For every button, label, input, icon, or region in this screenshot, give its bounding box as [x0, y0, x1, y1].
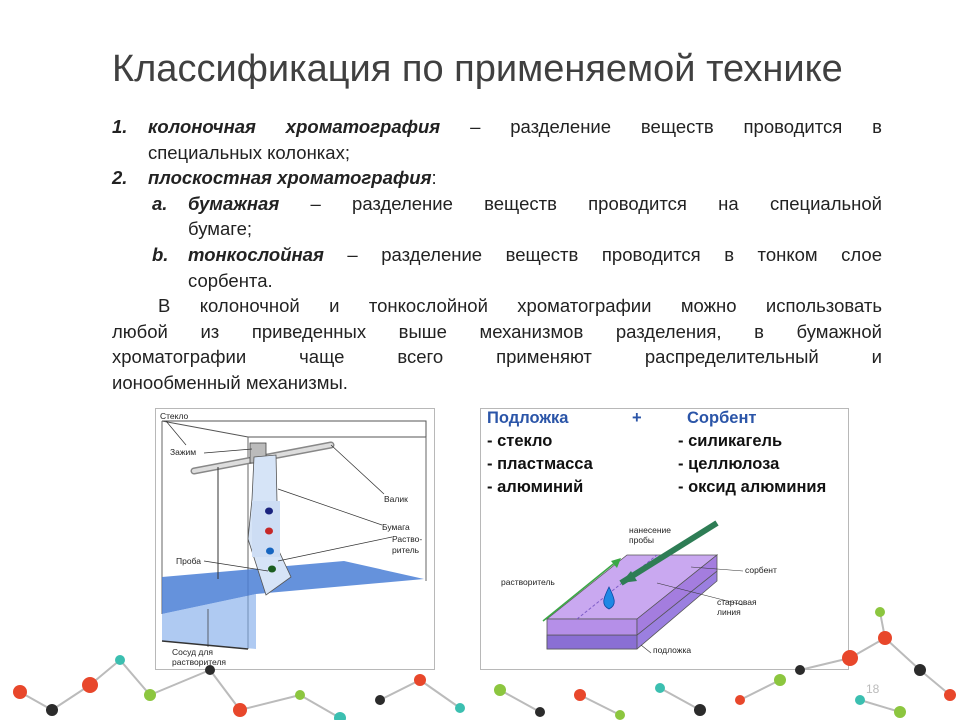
label-sorbent: сорбент	[745, 565, 777, 575]
drop-icon	[603, 586, 615, 610]
atom-dark	[535, 707, 545, 717]
tlc-diagram: нанесение пробы растворитель сорбент ста…	[501, 520, 777, 655]
label-solvent: растворитель	[501, 577, 555, 587]
tank-bottom	[161, 640, 249, 650]
atom-red	[414, 674, 426, 686]
atom-red	[13, 685, 27, 699]
label-glass: Стекло	[160, 411, 189, 421]
atom-dark	[694, 704, 706, 716]
paragraph-line: ионообменный механизмы.	[112, 371, 348, 393]
atom-green	[875, 607, 885, 617]
atom-red	[233, 703, 247, 717]
atom-green	[295, 690, 305, 700]
atom-green	[494, 684, 506, 696]
atom-green	[774, 674, 786, 686]
label-solvent-a: Раство-	[392, 534, 422, 544]
label-vessel-a: Сосуд для	[172, 647, 213, 657]
atom-dark	[205, 665, 215, 675]
page-number: 18	[866, 682, 880, 696]
list-item-2a: a. бумажная – разделение веществ проводи…	[112, 191, 882, 242]
label-application-b: пробы	[629, 535, 654, 545]
atom-dark	[375, 695, 385, 705]
glass-lid	[161, 420, 427, 438]
label-application-a: нанесение	[629, 525, 671, 535]
list-item-1: 1. колоночная хроматография – разделение…	[112, 114, 882, 165]
spot-red	[265, 527, 273, 535]
label-roller: Валик	[384, 494, 408, 504]
paper-chromatography-figure: Стекло Зажим Валик Бумага Раство- ритель…	[155, 408, 435, 670]
paragraph: В колоночной и тонкослойной хроматографи…	[112, 293, 882, 395]
spot-blue	[266, 547, 274, 555]
label-paper: Бумага	[382, 522, 410, 532]
thin-layer-figure: Подложка + Сорбент - стекло- силикагель …	[480, 408, 849, 670]
header-substrate: Подложка	[487, 409, 569, 427]
solvent-surface	[162, 561, 424, 614]
spot-top	[265, 507, 273, 515]
solvent-side	[162, 594, 256, 649]
paragraph-line: хроматографии чаще всего применяют распр…	[112, 346, 882, 368]
list-number: 1.	[112, 116, 128, 137]
label-start-b: линия	[717, 607, 741, 617]
atom-red	[735, 695, 745, 705]
atom-red	[574, 689, 586, 701]
term-thin-layer: тонкослойная	[188, 243, 324, 265]
list-letter: a.	[152, 192, 168, 214]
label-start-a: стартовая	[717, 597, 757, 607]
list-item-2b: b. тонкослойная – разделение веществ про…	[112, 242, 882, 293]
atom-green	[144, 689, 156, 701]
term-paper: бумажная	[188, 192, 280, 214]
atom-red	[82, 677, 98, 693]
item1-text-cont: специальных колонках;	[148, 141, 350, 163]
label-solvent-b: ритель	[392, 545, 420, 555]
page-title: Классификация по применяемой технике	[112, 48, 843, 90]
term-planar: плоскостная хроматография	[148, 167, 432, 189]
list-letter: b.	[152, 243, 169, 265]
item2b-text-cont: сорбента.	[188, 269, 273, 291]
atom-red	[842, 650, 858, 666]
label-substrate: подложка	[653, 645, 691, 655]
list-item-2: 2. плоскостная хроматография:	[112, 165, 882, 191]
solvent-arrow	[542, 560, 618, 622]
atom-teal	[455, 703, 465, 713]
atom-red	[878, 631, 892, 645]
item1-text: – разделение веществ проводится в	[440, 116, 882, 137]
list-number: 2.	[112, 167, 128, 189]
paragraph-line: любой из приведенных выше механизмов раз…	[112, 320, 882, 342]
paper-chromatography-diagram: Стекло Зажим Валик Бумага Раство- ритель…	[160, 411, 427, 667]
label-clamp: Зажим	[170, 447, 196, 457]
header-plus: +	[632, 409, 642, 427]
term-column: колоночная хроматография	[148, 116, 441, 137]
header-sorbent: Сорбент	[687, 409, 757, 427]
atom-teal	[855, 695, 865, 705]
atom-teal	[115, 655, 125, 665]
atom-dark	[795, 665, 805, 675]
atom-teal	[334, 712, 346, 720]
item2a-text-cont: бумаге;	[188, 218, 253, 240]
paragraph-line: В колоночной и тонкослойной хроматографи…	[158, 295, 882, 317]
atom-red	[944, 689, 956, 701]
atom-teal	[655, 683, 665, 693]
atom-green	[615, 710, 625, 720]
atom-dark	[914, 664, 926, 676]
spot-green	[268, 565, 276, 573]
main-text: 1. колоночная хроматография – разделение…	[112, 114, 882, 396]
item2b-text: – разделение веществ проводится в тонком…	[323, 243, 882, 265]
molecule-decoration	[13, 607, 956, 720]
label-vessel-b: растворителя	[172, 657, 226, 667]
atom-dark	[46, 704, 58, 716]
item2-text: :	[431, 167, 437, 189]
atom-green	[894, 706, 906, 718]
label-sample: Проба	[176, 556, 201, 566]
application-arrow	[619, 520, 719, 586]
item2a-text: – разделение веществ проводится на специ…	[279, 192, 883, 214]
